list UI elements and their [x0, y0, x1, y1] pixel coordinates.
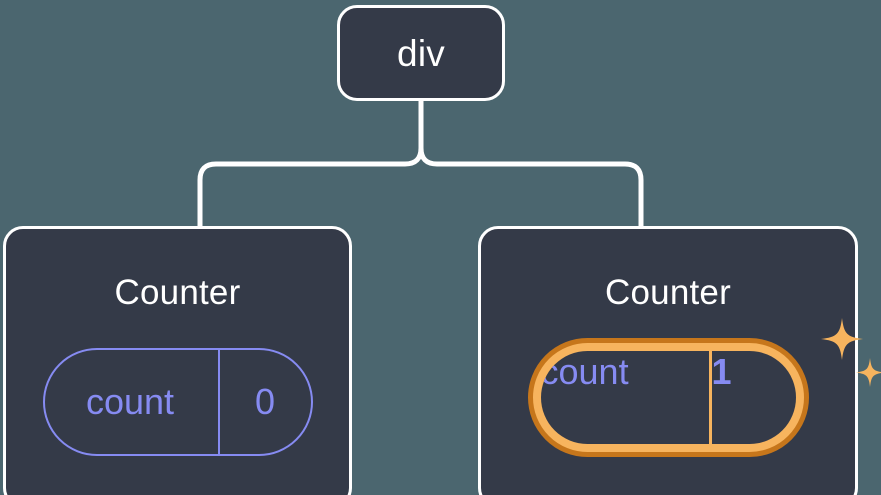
node-counter-right[interactable]: Counter count 1	[478, 226, 881, 495]
node-div-label: div	[397, 32, 445, 74]
state-value-label: 1	[711, 351, 732, 392]
state-value-label: 0	[254, 381, 276, 422]
state-pill-inner: count 1	[540, 351, 796, 444]
state-pill-count-right[interactable]: count 1	[527, 338, 809, 457]
edge-root-to-right-counter	[418, 145, 644, 229]
sparkles-icon	[820, 318, 881, 387]
sparkle-small-icon	[855, 358, 881, 387]
state-key-label: count	[45, 350, 220, 454]
node-counter-right-label: Counter	[605, 273, 731, 312]
node-counter-left[interactable]: Counter count 0	[3, 226, 352, 495]
node-counter-left-label: Counter	[114, 273, 241, 312]
state-pill-count-right-wrapper: count 1	[527, 318, 881, 457]
sparkle-large-icon	[820, 318, 863, 360]
state-pill-count-left[interactable]: count 0	[42, 348, 313, 456]
state-key-label: count	[541, 351, 712, 444]
edge-root-to-left-counter	[197, 145, 424, 229]
node-div[interactable]: div	[337, 5, 505, 101]
